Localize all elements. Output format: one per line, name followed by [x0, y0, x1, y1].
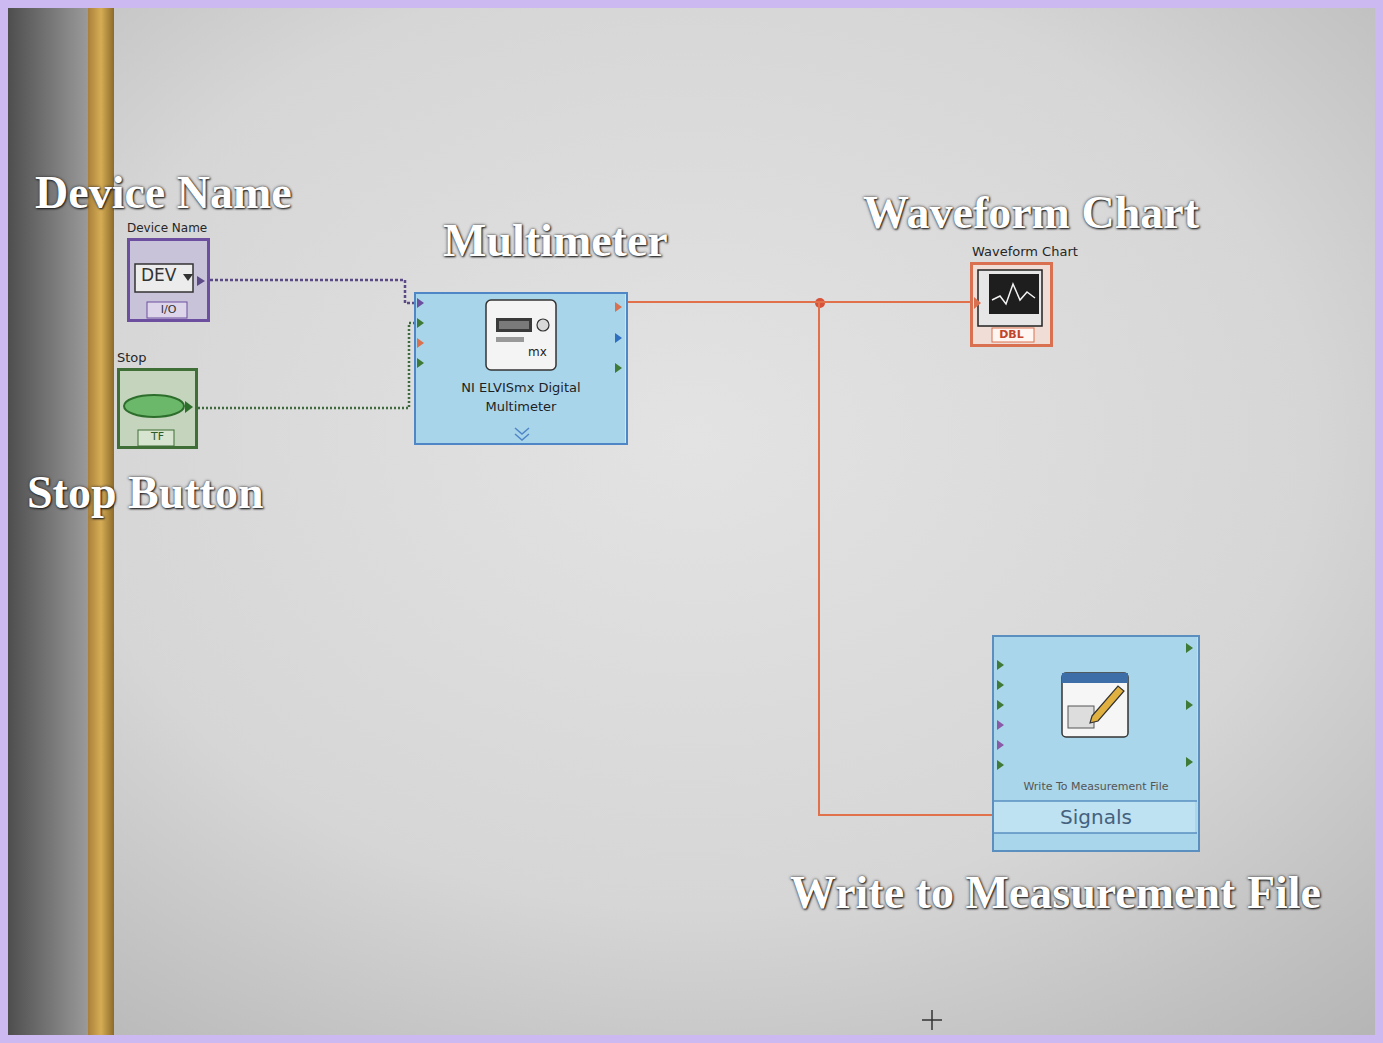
annotation-label: Multimeter — [443, 216, 668, 267]
stop-button-fill — [117, 368, 195, 448]
wire — [628, 302, 992, 815]
terminal-type: I/O — [130, 303, 207, 316]
terminal-type: TF — [120, 430, 195, 443]
indicator-label: Waveform Chart — [972, 244, 1078, 260]
annotation-label: Device Name — [35, 168, 292, 219]
express-vi-block: mx NI ELVISmx Digital Multimeter — [414, 292, 628, 445]
ring-value: DEV — [141, 265, 176, 285]
icon-text: mx — [528, 345, 547, 359]
stop-button-control: StopTF — [117, 368, 198, 449]
photo-frame — [4, 4, 1379, 1039]
wire — [198, 323, 414, 408]
control-label: Stop — [117, 350, 147, 366]
block-title: Write To Measurement File — [994, 780, 1198, 793]
input-terminal-name: Signals — [994, 804, 1198, 830]
block-title: NI ELVISmx Digital Multimeter — [416, 378, 626, 416]
waveform-chart-fill — [970, 262, 1050, 344]
while-loop-border — [88, 8, 114, 1043]
waveform-chart-indicator: Waveform ChartDBL — [970, 262, 1053, 347]
terminal-type: DBL — [973, 328, 1050, 341]
control-label: Device Name — [127, 221, 207, 235]
device-name-fill — [127, 238, 207, 320]
multimeter-fill — [414, 292, 625, 445]
annotation-label: Waveform Chart — [863, 188, 1199, 239]
annotation-label: Stop Button — [27, 468, 263, 519]
wire — [210, 280, 414, 303]
device-name-control: Device NameDEVI/O — [127, 238, 210, 322]
left-panel-strip — [8, 8, 90, 1043]
express-vi-block: Write To Measurement FileSignals — [992, 635, 1200, 852]
mouse-cursor — [922, 1010, 942, 1030]
write-file-fill — [992, 635, 1197, 852]
annotation-label: Write to Measurement File — [790, 868, 1321, 919]
